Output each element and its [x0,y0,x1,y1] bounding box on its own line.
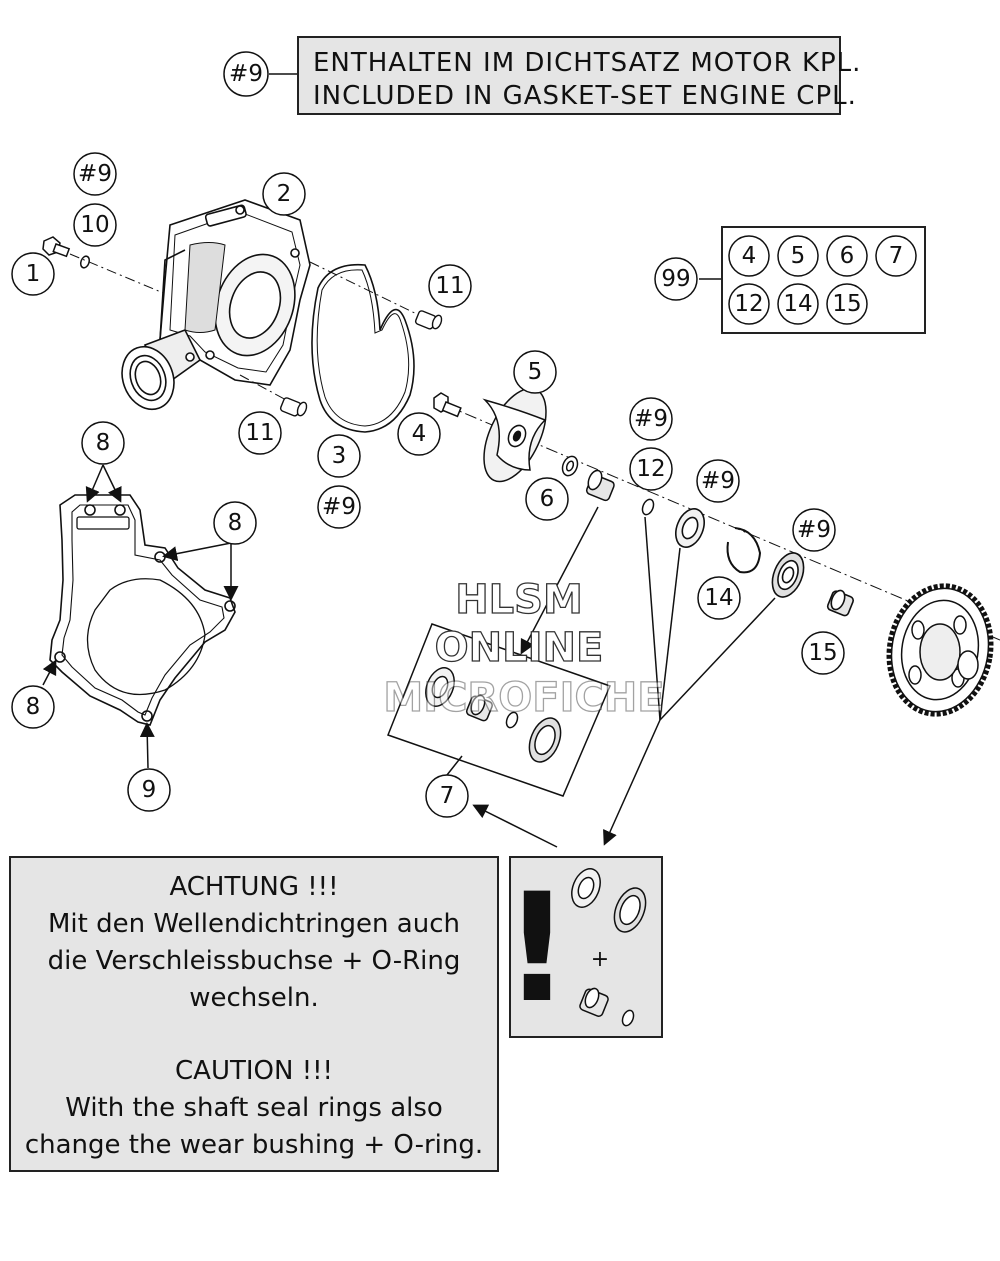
pump-gasket-drawing [311,263,415,433]
caution-text-de-2: die Verschleissbuchse + O-Ring [47,946,461,976]
callout-15: 15 [808,640,837,666]
svg-text:MICROFICHE: MICROFICHE [383,675,664,721]
impeller-drawing [433,387,1000,641]
warning-graphic: ! + [503,862,647,1036]
caution-box: ACHTUNG !!! Mit den Wellendichtringen au… [9,856,499,1172]
callout-h9-gasket: #9 [322,494,356,520]
watermark: HLSM ONLINE MICROFICHE [383,576,666,721]
seal-rings-drawing [675,508,854,617]
pump-cover-drawing [121,199,311,411]
caution-text-de-1: Mit den Wellendichtringen auch [48,909,460,939]
callout-1: 1 [26,261,41,287]
cover-gasket-drawing [49,494,236,726]
legend-ref-callout: #9 [223,51,297,97]
kit-item-6: 6 [840,243,855,269]
kit-item-5: 5 [791,243,806,269]
kit-item-4: 4 [742,243,757,269]
legend-box: ENTHALTEN IM DICHTSATZ MOTOR KPL. INCLUD… [297,36,862,115]
legend-line-english: INCLUDED IN GASKET-SET ENGINE CPL. [313,81,857,111]
callout-h9-seal2: #9 [797,517,831,543]
callout-9: 9 [142,777,157,803]
shaft-parts-drawing [561,455,655,516]
callout-8-top: 8 [96,430,111,456]
svg-text:HLSM: HLSM [455,577,583,623]
kit-item-12: 12 [734,291,763,317]
callout-8-right: 8 [228,510,243,536]
kit-7-inset [387,623,612,797]
callout-14: 14 [704,585,733,611]
legend-line-german: ENTHALTEN IM DICHTSATZ MOTOR KPL. [313,48,862,78]
callout-3: 3 [332,443,347,469]
callout-5: 5 [528,359,543,385]
caution-text-de-3: wechseln. [189,983,319,1013]
callout-7: 7 [440,783,455,809]
caution-title-en: CAUTION !!! [175,1056,333,1086]
kit-item-15: 15 [832,291,861,317]
kit-ref-callout: 99 [654,257,721,301]
svg-text:ONLINE: ONLINE [435,625,604,671]
callout-2: 2 [277,181,292,207]
callout-labels: #9 10 1 2 11 11 3 #9 4 5 6 #9 12 #9 #9 1… [26,161,838,809]
caution-text-en-2: change the wear bushing + O-ring. [24,1130,484,1160]
callout-11-upper: 11 [435,273,464,299]
leader-lines [42,464,776,848]
callout-12: 12 [636,456,665,482]
callout-h9-oring: #9 [634,406,668,432]
callouts [11,152,845,818]
bolt-drawing [42,236,181,301]
warning-plus: + [591,947,609,972]
dowel-pin-drawing [239,261,443,417]
kit-items: 4 5 6 7 12 14 15 [728,235,917,325]
caution-text-en-1: With the shaft seal rings also [65,1093,443,1123]
warning-exclamation: ! [503,862,571,1036]
callout-h9-seal: #9 [701,468,735,494]
svg-text:#9: #9 [229,61,263,87]
kit-item-7: 7 [889,243,904,269]
callout-6: 6 [540,486,555,512]
callout-11-lower: 11 [245,420,274,446]
callout-10: 10 [80,212,109,238]
kit-item-14: 14 [783,291,812,317]
drive-gear-drawing [886,583,994,717]
callout-8-left: 8 [26,694,41,720]
callout-h9-top: #9 [78,161,112,187]
caution-title-de: ACHTUNG !!! [169,872,339,902]
callout-4: 4 [412,421,427,447]
svg-text:99: 99 [661,266,690,292]
